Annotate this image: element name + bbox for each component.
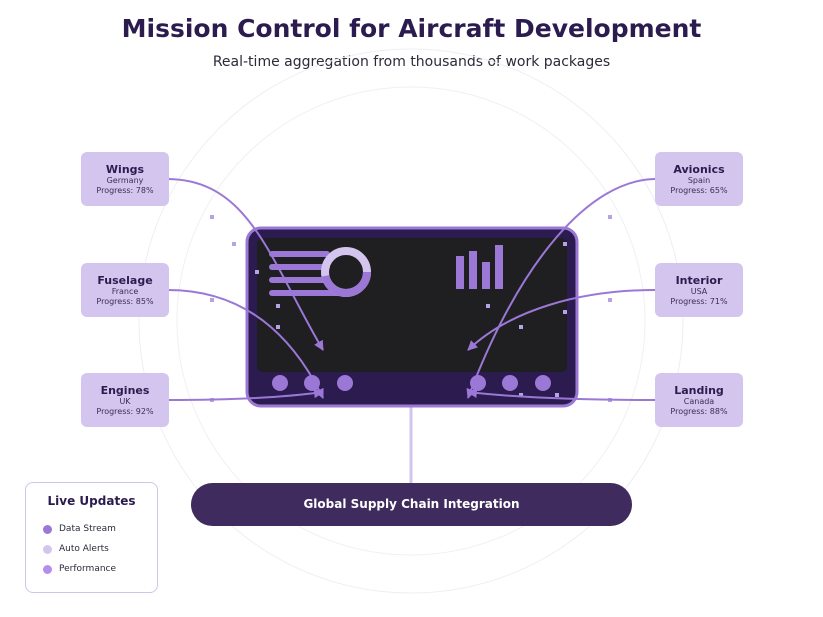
legend-title: Live Updates xyxy=(47,494,136,508)
dashboard-screen xyxy=(257,238,567,372)
legend-label: Auto Alerts xyxy=(59,544,109,554)
work-package-name: Landing xyxy=(674,384,724,397)
landing-data-stream xyxy=(467,388,656,401)
work-package-name: Wings xyxy=(105,163,145,176)
work-package-location: France xyxy=(111,287,139,296)
dashboard-bar-chart-icon xyxy=(469,251,477,289)
dashboard-bar-chart-icon xyxy=(482,262,490,289)
data-particle xyxy=(563,242,567,246)
dashboard-indicator-light xyxy=(304,375,320,391)
page-title: Mission Control for Aircraft Development xyxy=(121,14,702,43)
mission-control-dashboard xyxy=(245,226,579,408)
background-ring-inner xyxy=(176,86,646,556)
dashboard-indicator-light xyxy=(535,375,551,391)
legend-label: Data Stream xyxy=(59,524,116,534)
avionics-data-stream xyxy=(466,178,656,399)
wings-data-stream xyxy=(167,178,324,351)
dashboard-text-line xyxy=(269,251,330,257)
work-package-node-landing[interactable]: Landing Canada Progress: 88% xyxy=(655,373,743,427)
interior-data-stream xyxy=(467,289,656,351)
work-package-progress: Progress: 88% xyxy=(670,407,728,416)
work-package-progress: Progress: 78% xyxy=(96,186,154,195)
work-package-location: Spain xyxy=(687,176,711,185)
work-package-progress: Progress: 71% xyxy=(670,297,728,306)
dashboard-indicator-light xyxy=(337,375,353,391)
dashboard-text-line xyxy=(269,277,330,283)
data-particle xyxy=(608,215,612,219)
legend-dot-icon xyxy=(43,525,52,534)
data-particle xyxy=(519,325,523,329)
work-package-node-wings[interactable]: Wings Germany Progress: 78% xyxy=(81,152,169,206)
data-particle xyxy=(255,270,259,274)
dashboard-indicator-light xyxy=(272,375,288,391)
dashboard-indicator-light xyxy=(502,375,518,391)
data-particle xyxy=(555,393,559,397)
legend-dot-icon xyxy=(43,545,52,554)
page-subtitle: Real-time aggregation from thousands of … xyxy=(212,54,611,70)
dashboard-donut-chart-arc xyxy=(321,247,371,297)
work-package-progress: Progress: 65% xyxy=(670,186,728,195)
fuselage-data-stream xyxy=(167,289,324,399)
data-particle xyxy=(608,298,612,302)
data-streams xyxy=(167,178,656,401)
dashboard-indicator-light xyxy=(470,375,486,391)
data-particle xyxy=(486,304,490,308)
work-package-name: Interior xyxy=(675,274,723,287)
dashboard-bar-chart-icon xyxy=(456,256,464,289)
work-package-name: Engines xyxy=(100,384,150,397)
data-particle xyxy=(210,215,214,219)
dashboard-text-line xyxy=(269,264,330,270)
live-updates-legend: Live Updates Data Stream Auto Alerts Per… xyxy=(25,482,158,593)
data-particle xyxy=(232,242,236,246)
work-package-node-fuselage[interactable]: Fuselage France Progress: 85% xyxy=(81,263,169,317)
data-particle xyxy=(519,393,523,397)
work-package-location: Canada xyxy=(683,397,715,406)
background-ring-outer xyxy=(138,48,684,594)
work-package-name: Avionics xyxy=(673,163,725,176)
work-package-progress: Progress: 85% xyxy=(96,297,154,306)
work-package-name: Fuselage xyxy=(97,274,153,287)
data-particle xyxy=(276,304,280,308)
work-package-node-engines[interactable]: Engines UK Progress: 92% xyxy=(81,373,169,427)
supply-chain-integration-bar[interactable]: Global Supply Chain Integration xyxy=(191,483,632,526)
work-package-location: USA xyxy=(690,287,708,296)
work-package-location: Germany xyxy=(106,176,144,185)
work-package-location: UK xyxy=(119,397,131,406)
data-particle xyxy=(563,310,567,314)
legend-dot-icon xyxy=(43,565,52,574)
dashboard-bar-chart-icon xyxy=(495,245,503,289)
data-particle xyxy=(276,325,280,329)
legend-label: Performance xyxy=(59,564,117,574)
data-particle xyxy=(210,298,214,302)
work-package-node-avionics[interactable]: Avionics Spain Progress: 65% xyxy=(655,152,743,206)
engines-data-stream xyxy=(167,388,324,401)
work-package-node-interior[interactable]: Interior USA Progress: 71% xyxy=(655,263,743,317)
work-package-progress: Progress: 92% xyxy=(96,407,154,416)
